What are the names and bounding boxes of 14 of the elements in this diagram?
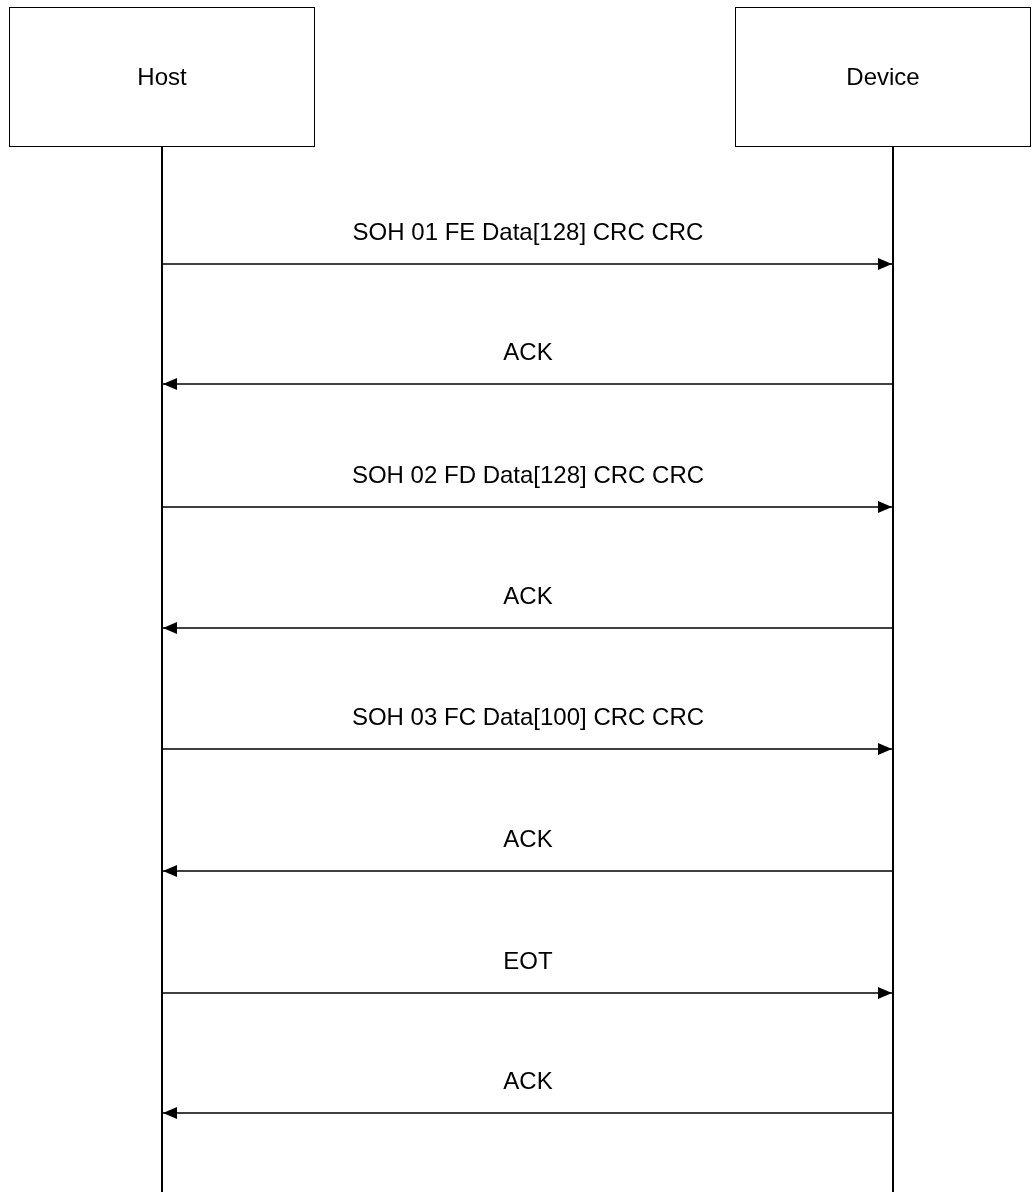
participant-name: Host [137, 63, 187, 91]
message-arrow [162, 258, 893, 270]
message-arrow [162, 743, 893, 755]
message-arrow [162, 501, 893, 513]
participant-name: Device [846, 63, 920, 91]
message-arrow [162, 378, 893, 390]
message-arrow [162, 1107, 893, 1119]
participant-box [9, 7, 315, 147]
message-arrow [162, 622, 893, 634]
participant-box [735, 7, 1031, 147]
message-arrow [162, 865, 893, 877]
lifeline [161, 147, 163, 1192]
lifeline [892, 147, 894, 1192]
message-arrow [162, 987, 893, 999]
